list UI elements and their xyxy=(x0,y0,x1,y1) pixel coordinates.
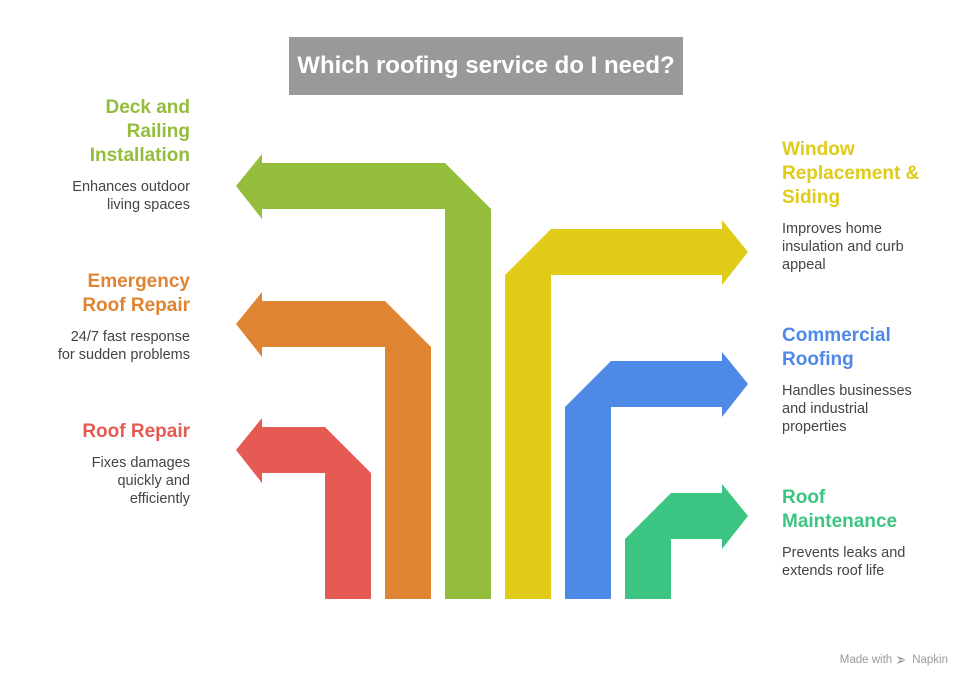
service-heading: Commercial Roofing xyxy=(782,325,891,370)
window-replacement-siding-block: Window Replacement & Siding Improves hom… xyxy=(782,138,962,274)
emergency-roof-repair-block: Emergency Roof Repair 24/7 fast response… xyxy=(0,270,190,364)
service-heading: Roof Repair xyxy=(82,421,190,442)
roof-maintenance-block: Roof Maintenance Prevents leaks and exte… xyxy=(782,486,962,580)
made-with-napkin-footer: Made with Napkin xyxy=(840,654,948,666)
service-heading: Emergency Roof Repair xyxy=(82,271,190,316)
commercial-roofing-block: Commercial Roofing Handles businesses an… xyxy=(782,324,962,436)
service-description: Prevents leaks and extends roof life xyxy=(782,545,906,579)
service-description: Enhances outdoor living spaces xyxy=(72,179,190,213)
service-heading: Deck and Railing Installation xyxy=(89,97,190,166)
emergency-roof-repair-arrow xyxy=(236,292,431,599)
deck-railing-installation-block: Deck and Railing Installation Enhances o… xyxy=(0,96,190,214)
service-description: Improves home insulation and curb appeal xyxy=(782,221,904,273)
service-description: Handles businesses and industrial proper… xyxy=(782,383,912,435)
commercial-roofing-arrow xyxy=(565,352,748,599)
roof-repair-arrow xyxy=(236,418,371,599)
roof-maintenance-arrow xyxy=(625,484,748,599)
made-with-label: Made with xyxy=(839,654,893,666)
diagram-title: Which roofing service do I need? xyxy=(289,37,683,95)
service-heading: Roof Maintenance xyxy=(782,487,898,532)
window-replacement-siding-arrow xyxy=(505,220,748,599)
deck-railing-installation-arrow xyxy=(236,154,491,599)
napkin-logo-icon xyxy=(897,656,908,664)
napkin-brand-label: Napkin xyxy=(912,654,948,666)
service-description: 24/7 fast response for sudden problems xyxy=(57,329,190,363)
service-description: Fixes damages quickly and efficiently xyxy=(91,455,190,507)
roof-repair-block: Roof Repair Fixes damages quickly and ef… xyxy=(0,420,190,508)
service-heading: Window Replacement & Siding xyxy=(782,139,920,208)
